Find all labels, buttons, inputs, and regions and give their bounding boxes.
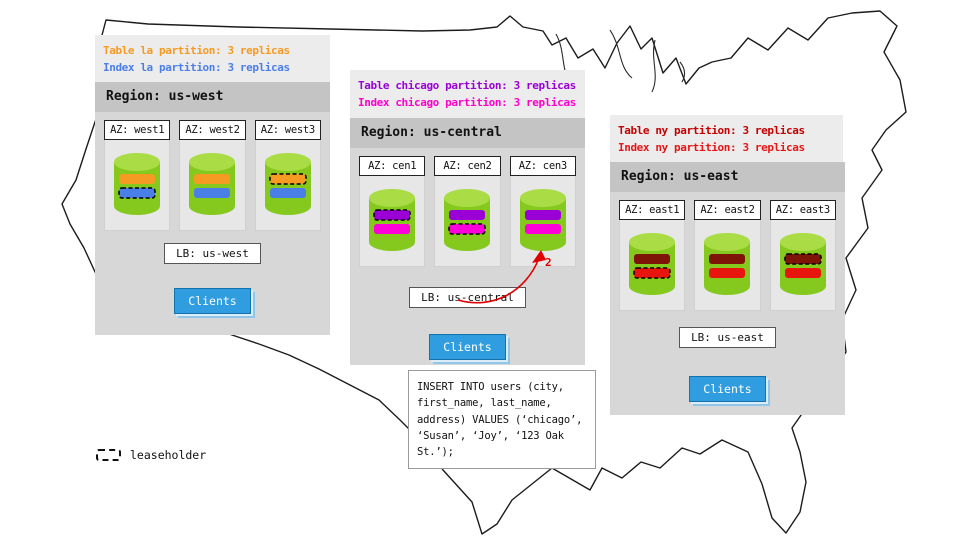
table-replica-leaseholder-bar [373,209,411,221]
az-label: AZ: west2 [179,120,246,140]
load-balancer-box: LB: us-east [679,327,776,348]
database-cylinder-icon [519,189,566,251]
table-partition-label: Table ny partition: 3 replicas [618,124,805,137]
table-replica-bar [634,254,671,264]
az-label: AZ: west3 [254,120,321,140]
table-partition-label: Table la partition: 3 replicas [103,44,290,57]
database-cylinder-icon [114,153,161,215]
az-cell [104,140,171,231]
clients-box: Clients [689,376,766,402]
az-cell [694,220,761,311]
table-replica-bar [119,174,156,184]
index-replica-leaseholder-bar [633,267,671,279]
database-cylinder-icon [629,233,676,295]
index-replica-bar [784,268,821,278]
index-replica-bar [374,224,411,234]
arrow-step-label: 2 [545,256,552,269]
region-title: Region: us-central [350,118,585,148]
index-replica-bar [194,188,231,198]
partition-annotation-us-central: Table chicago partition: 3 replicas Inde… [350,70,585,119]
index-replica-bar [709,268,746,278]
az-row: AZ: cen1 AZ: cen2 [350,148,585,267]
index-replica-bar [524,224,561,234]
clients-box: Clients [174,288,251,314]
az-cell [254,140,321,231]
az-row: AZ: west1 AZ: west2 [95,112,330,231]
az-cell [179,140,246,231]
az-cell [509,176,576,267]
database-cylinder-icon [369,189,416,251]
az-cell [434,176,501,267]
az-column: AZ: cen1 [359,156,426,267]
az-cell [769,220,836,311]
region-panel-us-east: Region: us-east AZ: east1 AZ: east2 [610,162,845,415]
az-label: AZ: cen1 [359,156,426,176]
leaseholder-legend-label: leaseholder [130,448,207,462]
sql-statement: INSERT INTO users (city, first_name, las… [408,370,596,470]
az-label: AZ: cen2 [434,156,501,176]
az-column: AZ: west3 [254,120,321,231]
az-cell [619,220,686,311]
database-cylinder-icon [704,233,751,295]
region-panel-us-west: Region: us-west AZ: west1 AZ: west2 [95,82,330,335]
az-cell [359,176,426,267]
index-replica-bar [269,188,306,198]
index-partition-label: Index ny partition: 3 replicas [618,141,805,155]
az-column: AZ: east3 [769,200,836,311]
az-column: AZ: east2 [694,200,761,311]
az-label: AZ: west1 [104,120,171,140]
leaseholder-swatch-icon [96,449,121,461]
table-replica-leaseholder-bar [269,173,307,185]
table-replica-bar [194,174,231,184]
table-replica-leaseholder-bar [784,253,822,265]
az-column: AZ: east1 [619,200,686,311]
region-title: Region: us-east [610,162,845,192]
table-replica-bar [524,210,561,220]
az-label: AZ: cen3 [509,156,576,176]
leaseholder-legend: leaseholder [96,448,206,462]
table-replica-bar [709,254,746,264]
load-balancer-box: LB: us-west [164,243,261,264]
az-label: AZ: east1 [619,200,686,220]
database-cylinder-icon [444,189,491,251]
database-cylinder-icon [189,153,236,215]
table-replica-bar [449,210,486,220]
az-column: AZ: cen3 [509,156,576,267]
az-column: AZ: cen2 [434,156,501,267]
load-balancer-box: LB: us-central [409,287,526,308]
az-label: AZ: east2 [694,200,761,220]
az-column: AZ: west1 [104,120,171,231]
index-replica-leaseholder-bar [118,187,156,199]
partition-annotation-us-west: Table la partition: 3 replicas Index la … [95,35,330,84]
az-column: AZ: west2 [179,120,246,231]
clients-box: Clients [429,334,506,360]
database-cylinder-icon [779,233,826,295]
index-partition-label: Index chicago partition: 3 replicas [358,96,576,110]
region-title: Region: us-west [95,82,330,112]
index-replica-leaseholder-bar [448,223,487,235]
database-cylinder-icon [264,153,311,215]
partition-annotation-us-east: Table ny partition: 3 replicas Index ny … [610,115,843,164]
az-label: AZ: east3 [769,200,836,220]
az-row: AZ: east1 AZ: east2 [610,192,845,311]
index-partition-label: Index la partition: 3 replicas [103,61,290,75]
table-partition-label: Table chicago partition: 3 replicas [358,79,576,92]
region-panel-us-central: Region: us-central AZ: cen1 AZ: cen2 [350,118,585,365]
